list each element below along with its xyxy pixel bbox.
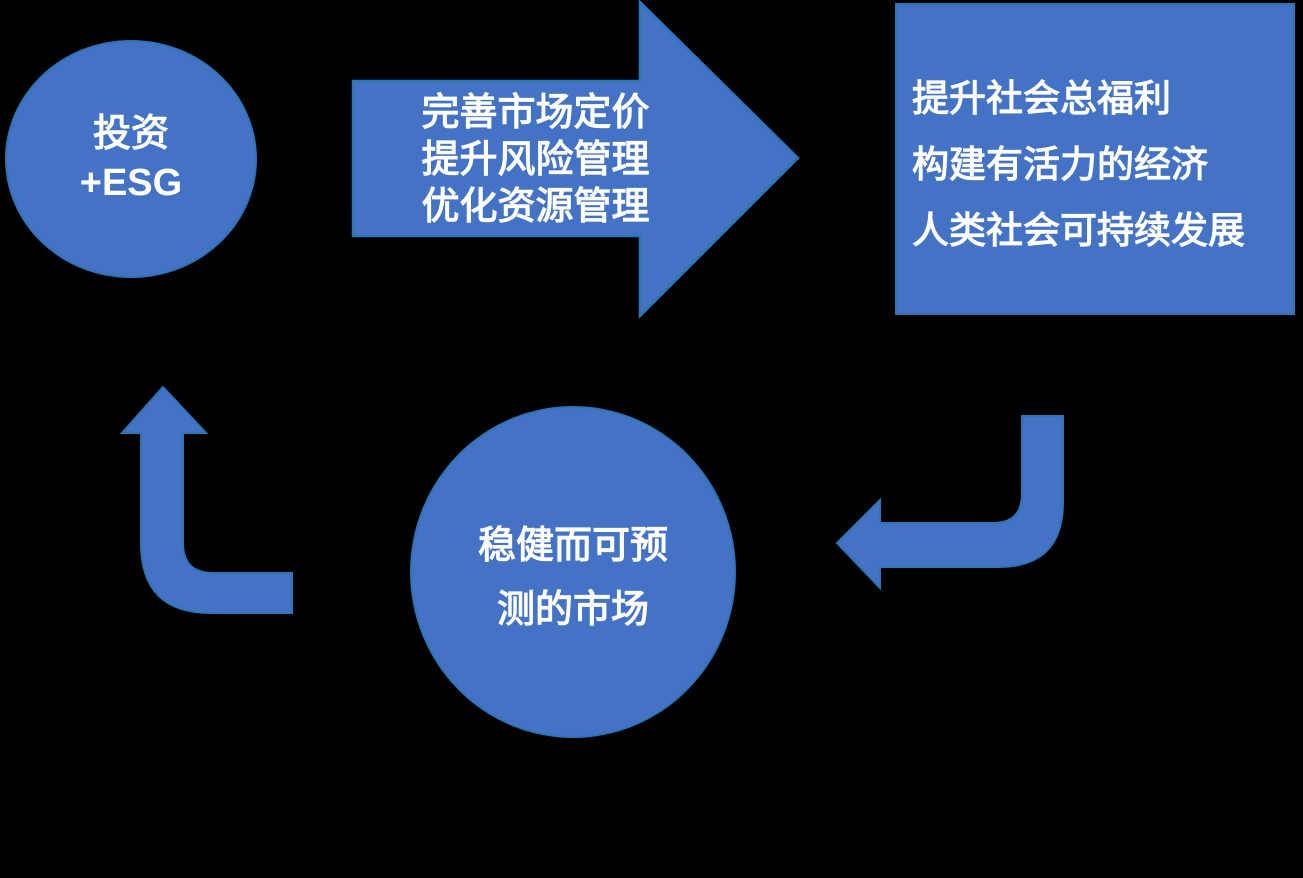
market-circle-line: 测的市场	[496, 589, 649, 631]
process-arrow-line: 优化资源管理	[421, 186, 650, 228]
process-arrow-line: 提升风险管理	[421, 139, 650, 181]
process-arrow-text: 完善市场定价 提升风险管理 优化资源管理	[358, 90, 713, 231]
market-circle-line: 稳健而可预	[477, 525, 668, 567]
node-outcome-box: 提升社会总福利 构建有活力的经济 人类社会可持续发展	[895, 3, 1295, 315]
outcome-box-line: 提升社会总福利	[912, 78, 1171, 119]
esg-circle-line: 投资	[92, 113, 169, 155]
node-esg-circle: 投资 +ESG	[5, 40, 257, 278]
process-arrow-line: 完善市场定价	[421, 92, 650, 134]
bent-arrow-up-icon	[119, 385, 293, 614]
esg-circle-line: +ESG	[79, 162, 183, 204]
node-market-circle: 稳健而可预 测的市场	[410, 406, 736, 738]
outcome-box-line: 构建有活力的经济	[912, 144, 1208, 185]
bent-arrow-left-icon	[835, 415, 1064, 591]
process-arrow-shape	[351, 0, 800, 320]
outcome-box-line: 人类社会可持续发展	[912, 210, 1245, 251]
